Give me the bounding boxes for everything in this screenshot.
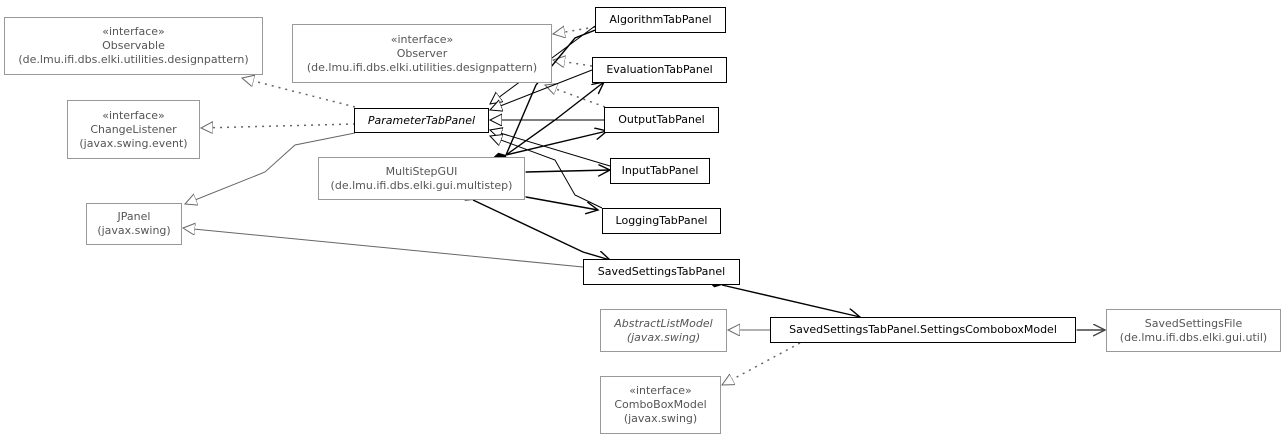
class-name: SavedSettingsFile (1144, 316, 1243, 330)
class-logging-tab-panel[interactable]: LoggingTabPanel (602, 208, 721, 234)
class-saved-settings-file[interactable]: SavedSettingsFile (de.lmu.ifi.dbs.elki.g… (1106, 309, 1281, 352)
class-input-tab-panel[interactable]: InputTabPanel (610, 158, 710, 184)
class-name: Observable (102, 39, 165, 52)
class-name: EvaluationTabPanel (606, 63, 713, 76)
class-observable[interactable]: «interface» Observable (de.lmu.ifi.dbs.e… (4, 17, 263, 75)
class-package: (javax.swing) (626, 330, 701, 344)
class-algorithm-tab-panel[interactable]: AlgorithmTabPanel (595, 7, 726, 33)
edge-scm-cbm (722, 342, 801, 386)
class-name: MultiStepGUI (385, 164, 458, 178)
edge-msg-logging (526, 197, 598, 210)
class-name: ChangeListener (90, 122, 177, 136)
edge-ptp-changelistener (201, 124, 356, 128)
class-name: ComboBoxModel (614, 398, 707, 411)
edge-msg-input (526, 170, 610, 172)
edge-sstp-scm (722, 285, 860, 317)
class-jpanel[interactable]: JPanel (javax.swing) (86, 203, 182, 245)
class-package: (de.lmu.ifi.dbs.elki.utilities.designpat… (306, 60, 538, 74)
class-combo-box-model[interactable]: «interface» ComboBoxModel (javax.swing) (600, 376, 721, 434)
class-package: (de.lmu.ifi.dbs.elki.gui.util) (1119, 330, 1268, 344)
class-package: (javax.swing) (623, 412, 698, 425)
edge-msg-output (506, 131, 607, 155)
edge-ptp-jpanel (185, 132, 356, 204)
class-package: (javax.swing.event) (79, 136, 188, 150)
edge-eval-observer (553, 60, 593, 66)
class-name: AlgorithmTabPanel (609, 13, 712, 26)
class-name: AbstractListModel (614, 316, 713, 330)
stereotype-label: «interface» (102, 108, 165, 122)
class-name: JPanel (117, 210, 151, 223)
class-name: Observer (396, 46, 448, 60)
class-name: SavedSettingsTabPanel.SettingsComboboxMo… (789, 323, 1057, 336)
stereotype-label: «interface» (629, 384, 692, 397)
class-abstract-list-model[interactable]: AbstractListModel (javax.swing) (600, 309, 727, 352)
class-name: ParameterTabPanel (367, 113, 476, 127)
edge-sstp-jpanel (183, 228, 584, 268)
class-name: OutputTabPanel (618, 113, 705, 126)
class-name: InputTabPanel (621, 164, 699, 177)
class-package: (javax.swing) (97, 224, 171, 237)
class-name: LoggingTabPanel (615, 214, 708, 227)
class-change-listener[interactable]: «interface» ChangeListener (javax.swing.… (67, 100, 200, 159)
class-multi-step-gui[interactable]: MultiStepGUI (de.lmu.ifi.dbs.elki.gui.mu… (318, 157, 525, 200)
class-package: (de.lmu.ifi.dbs.elki.gui.multistep) (330, 178, 513, 192)
class-saved-settings-tab-panel[interactable]: SavedSettingsTabPanel (583, 259, 740, 285)
class-parameter-tab-panel[interactable]: ParameterTabPanel (354, 108, 489, 133)
class-output-tab-panel[interactable]: OutputTabPanel (604, 107, 719, 133)
class-evaluation-tab-panel[interactable]: EvaluationTabPanel (592, 57, 727, 83)
class-package: (de.lmu.ifi.dbs.elki.utilities.designpat… (18, 53, 249, 66)
stereotype-label: «interface» (390, 32, 454, 46)
stereotype-label: «interface» (102, 25, 165, 38)
class-observer[interactable]: «interface» Observer (de.lmu.ifi.dbs.elk… (292, 24, 552, 83)
class-name: SavedSettingsTabPanel (597, 265, 726, 278)
class-settings-combobox-model[interactable]: SavedSettingsTabPanel.SettingsComboboxMo… (770, 317, 1076, 343)
edge-msg-savedsettings (473, 200, 610, 260)
